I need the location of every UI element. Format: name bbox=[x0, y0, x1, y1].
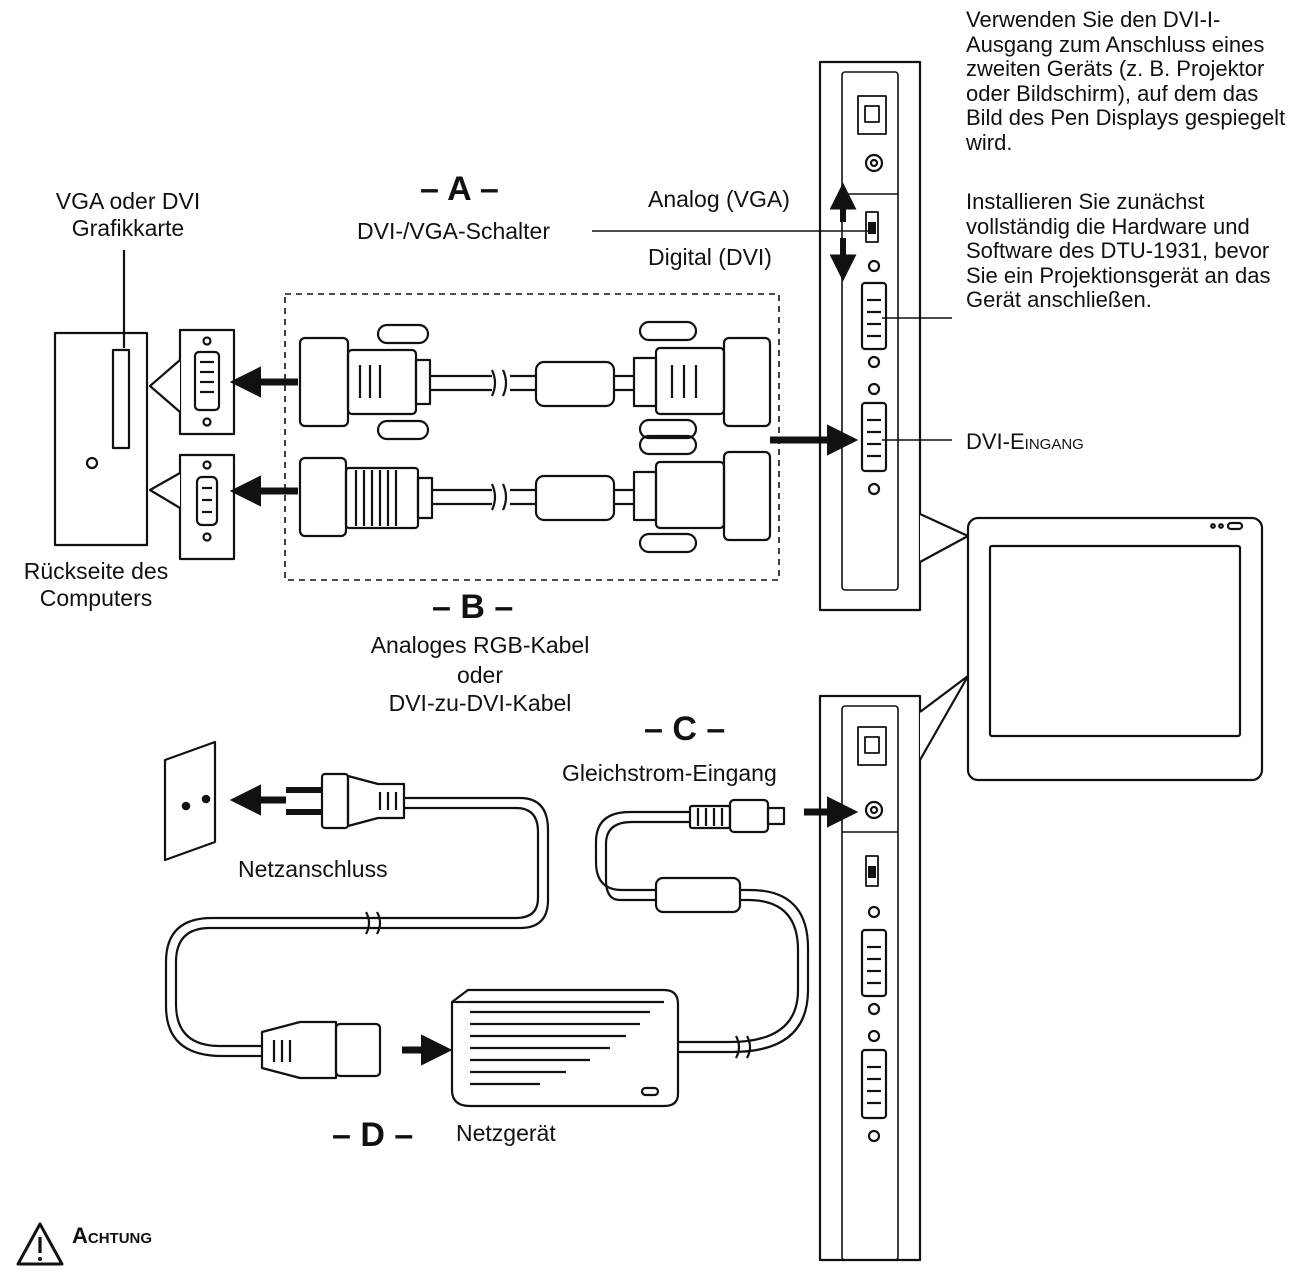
section-c-label: – C – bbox=[644, 710, 726, 748]
cable-options-box bbox=[284, 293, 780, 581]
cable-label-line1: Analoges RGB-Kabel bbox=[370, 632, 590, 658]
dc-input-label: Gleichstrom-Eingang bbox=[562, 760, 777, 786]
install-first-note: Installieren Sie zunächst vollständig di… bbox=[966, 189, 1271, 312]
dvi-input-label: DVI-Eingang bbox=[966, 429, 1084, 454]
display-rear-panel-top bbox=[818, 60, 970, 612]
display-rear-panel-bottom bbox=[818, 674, 970, 1262]
mains-plug bbox=[286, 772, 406, 830]
digital-dvi-label: Digital (DVI) bbox=[648, 244, 772, 270]
cable-label-line2: oder bbox=[456, 662, 504, 688]
graphics-card-label: VGA oder DVI Grafikkarte bbox=[55, 188, 201, 241]
power-supply-label: Netzgerät bbox=[456, 1120, 556, 1146]
computer-tower bbox=[53, 331, 149, 547]
pen-display-tablet bbox=[966, 516, 1264, 782]
warning-triangle-icon bbox=[16, 1222, 64, 1266]
computer-dvi-port-plate bbox=[148, 328, 236, 436]
switch-label: DVI-/VGA-Schalter bbox=[357, 218, 550, 244]
analog-rgb-cable bbox=[298, 434, 772, 554]
dvi-output-note: Verwenden Sie den DVI-I-Ausgang zum Ansc… bbox=[966, 7, 1286, 155]
mains-outlet-label: Netzanschluss bbox=[238, 856, 388, 882]
analog-vga-label: Analog (VGA) bbox=[648, 186, 790, 212]
computer-vga-port-plate bbox=[148, 453, 236, 561]
cable-label-line3: DVI-zu-DVI-Kabel bbox=[388, 690, 572, 716]
section-b-label: – B – bbox=[432, 588, 514, 626]
section-d-label: – D – bbox=[332, 1116, 414, 1154]
iec-plug bbox=[260, 1020, 382, 1080]
dc-plug bbox=[688, 798, 786, 834]
power-supply-brick bbox=[450, 988, 680, 1108]
section-a-label: – A – bbox=[420, 170, 499, 208]
dvi-to-dvi-cable bbox=[298, 320, 772, 441]
computer-back-label: Rückseite des Computers bbox=[23, 558, 169, 611]
wall-outlet bbox=[163, 740, 217, 862]
caution-heading: Achtung bbox=[72, 1223, 153, 1248]
